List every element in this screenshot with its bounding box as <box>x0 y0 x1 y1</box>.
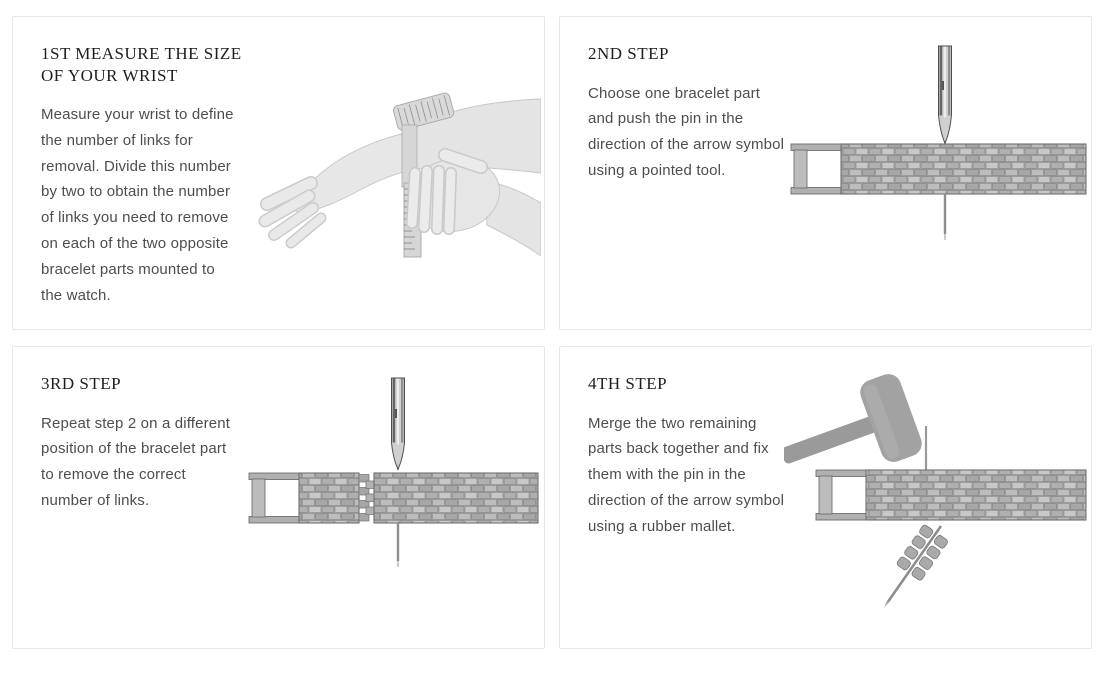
body-line: to remove the correct <box>41 466 186 484</box>
step-2-text-block: 2ND STEP Choose one bracelet part and pu… <box>588 43 784 184</box>
body-line: position of the bracelet part <box>41 440 227 458</box>
step-2-card: 2ND STEP Choose one bracelet part and pu… <box>559 16 1092 330</box>
wrist-measurement-illustration <box>258 92 541 258</box>
gripping-fingers <box>406 148 488 235</box>
body-line: the number of links for <box>41 131 193 149</box>
gripping-hand <box>406 148 541 257</box>
watch-bracelet <box>790 143 1087 195</box>
body-line: them with the pin in the <box>588 466 746 484</box>
body-line: the watch. <box>41 286 111 304</box>
body-line: bracelet parts mounted to <box>41 260 215 278</box>
body-line: removal. Divide this number <box>41 157 231 175</box>
left-part-teeth <box>358 474 370 522</box>
step-1-title-line: OF YOUR WRIST <box>41 65 178 85</box>
body-line: on each of the two opposite <box>41 234 229 252</box>
body-line: of links you need to remove <box>41 209 229 227</box>
body-line: using a pointed tool. <box>588 161 726 179</box>
bracelet-right-part <box>365 472 539 524</box>
step-2-title: 2ND STEP <box>588 44 669 63</box>
pointed-tool <box>938 45 952 145</box>
step-1-title-line: 1ST MEASURE THE SIZE <box>41 44 242 63</box>
step-3-text-block: 3RD STEP Repeat step 2 on a different po… <box>41 373 230 514</box>
right-part-teeth <box>365 480 375 515</box>
pointed-tool <box>391 377 405 471</box>
body-line: Measure your wrist to define <box>41 106 234 123</box>
step-3-body: Repeat step 2 on a different position of… <box>41 411 230 514</box>
step-3-title: 3RD STEP <box>41 374 122 393</box>
rubber-mallet-illustration <box>784 374 1087 608</box>
fingers <box>258 176 327 249</box>
body-line: using a rubber mallet. <box>588 517 736 535</box>
step-4-body: Merge the two remaining parts back toget… <box>588 411 784 540</box>
body-line: by two to obtain the number <box>41 183 231 201</box>
instruction-steps-grid: 1ST MEASURE THE SIZE OF YOUR WRIST Measu… <box>12 16 1092 649</box>
step-4-title: 4TH STEP <box>588 374 668 393</box>
tape-around-wrist <box>393 92 455 131</box>
watch-bracelet <box>815 469 1087 521</box>
step-1-text-block: 1ST MEASURE THE SIZE OF YOUR WRIST Measu… <box>41 43 242 308</box>
bracelet-left-part <box>248 472 370 524</box>
step-1-body: Measure your wrist to define the number … <box>41 102 242 308</box>
body-line: direction of the arrow symbol <box>588 136 785 154</box>
step-4-text-block: 4TH STEP Merge the two remaining parts b… <box>588 373 784 539</box>
body-line: and push the pin in the <box>588 110 744 128</box>
body-line: Repeat step 2 on a different <box>41 414 231 432</box>
body-line: direction of the arrow symbol <box>588 491 785 509</box>
body-line: Merge the two remaining <box>588 414 757 432</box>
pointed-tool-bracelet-illustration <box>790 45 1087 240</box>
body-line: Choose one bracelet part <box>588 84 761 102</box>
step-4-card: 4TH STEP Merge the two remaining parts b… <box>559 346 1092 649</box>
step-2-body: Choose one bracelet part and push the pi… <box>588 81 784 184</box>
split-bracelet-illustration <box>248 377 539 567</box>
body-line: parts back together and fix <box>588 440 769 458</box>
body-line: number of links. <box>41 491 150 509</box>
step-3-card: 3RD STEP Repeat step 2 on a different po… <box>12 346 545 649</box>
step-1-title: 1ST MEASURE THE SIZE OF YOUR WRIST <box>41 43 242 86</box>
rubber-mallet <box>784 374 922 464</box>
step-1-card: 1ST MEASURE THE SIZE OF YOUR WRIST Measu… <box>12 16 545 330</box>
removed-links-on-pin <box>884 524 948 608</box>
